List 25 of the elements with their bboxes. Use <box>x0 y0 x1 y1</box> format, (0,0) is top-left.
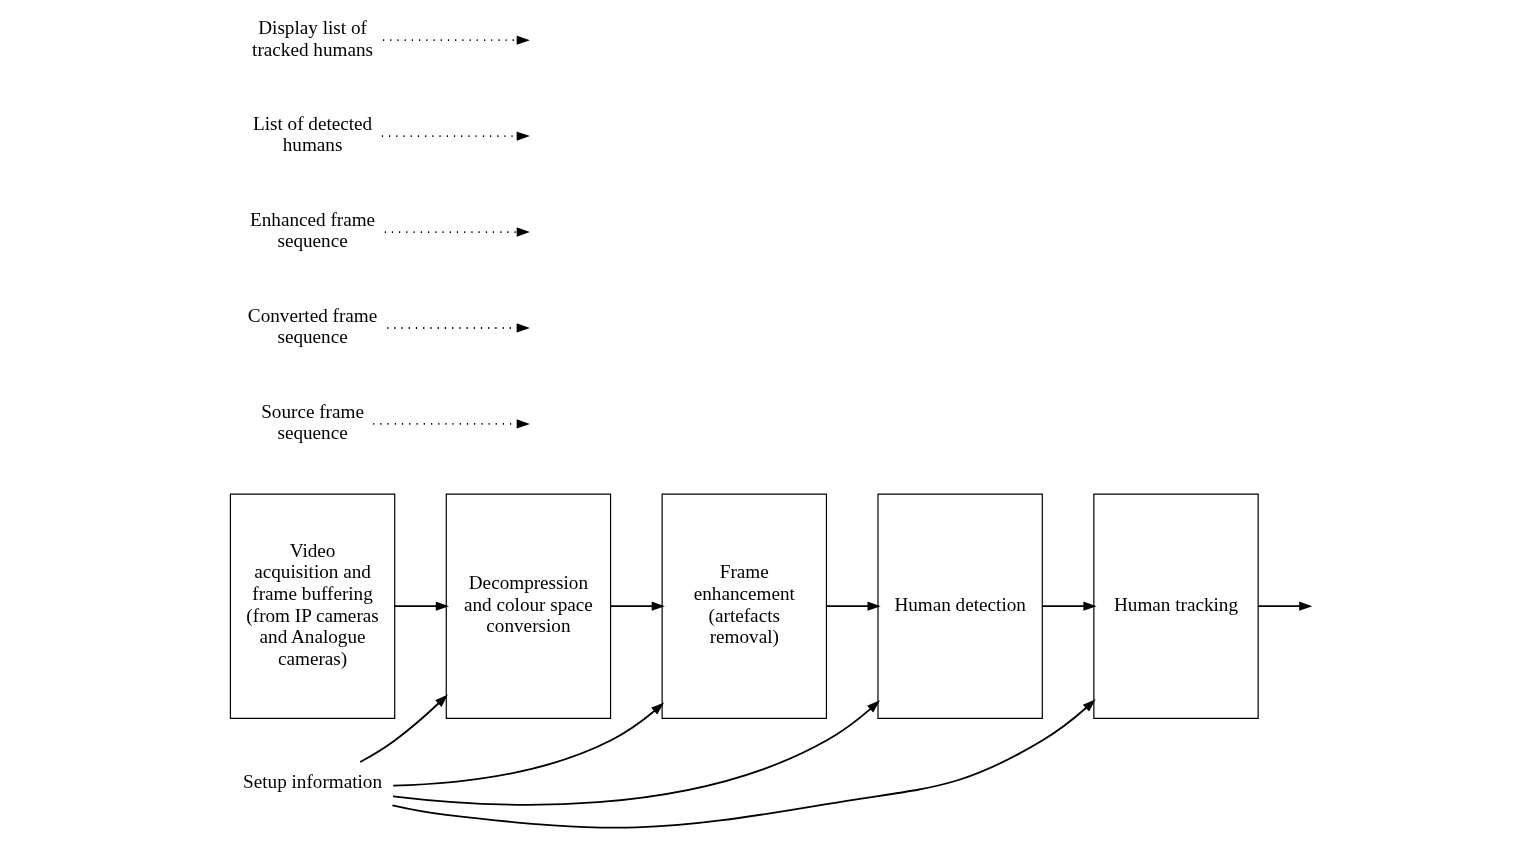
arrow <box>391 698 1096 829</box>
arrow <box>1257 601 1312 611</box>
arrow <box>371 418 530 429</box>
node-text: List of detected humans <box>252 112 372 155</box>
node-text: Display list of tracked humans <box>251 16 373 60</box>
arrow <box>391 701 664 787</box>
arrow <box>385 322 530 333</box>
arrow <box>825 601 881 611</box>
node-box: Video acquisition and frame buffering (from IP cameras and Analogue cameras) <box>229 493 395 719</box>
arrow <box>380 131 530 141</box>
node-box: Human tracking <box>1092 493 1259 719</box>
arrow <box>391 699 880 806</box>
node-text: Source frame sequence <box>260 400 364 443</box>
arrow <box>609 601 665 611</box>
node-box: Decompression and colour space conversion <box>445 493 611 719</box>
arrow <box>358 693 448 763</box>
node-text: Enhanced frame sequence <box>249 208 375 251</box>
arrow <box>1040 601 1097 611</box>
node-box: Human detection <box>876 493 1043 719</box>
arrow <box>393 601 449 611</box>
arrow <box>381 35 530 45</box>
node-text: Setup information <box>242 770 382 792</box>
arrow <box>383 226 530 237</box>
node-box: Frame enhancement (artefacts removal) <box>661 493 827 719</box>
node-text: Converted frame sequence <box>247 304 377 347</box>
